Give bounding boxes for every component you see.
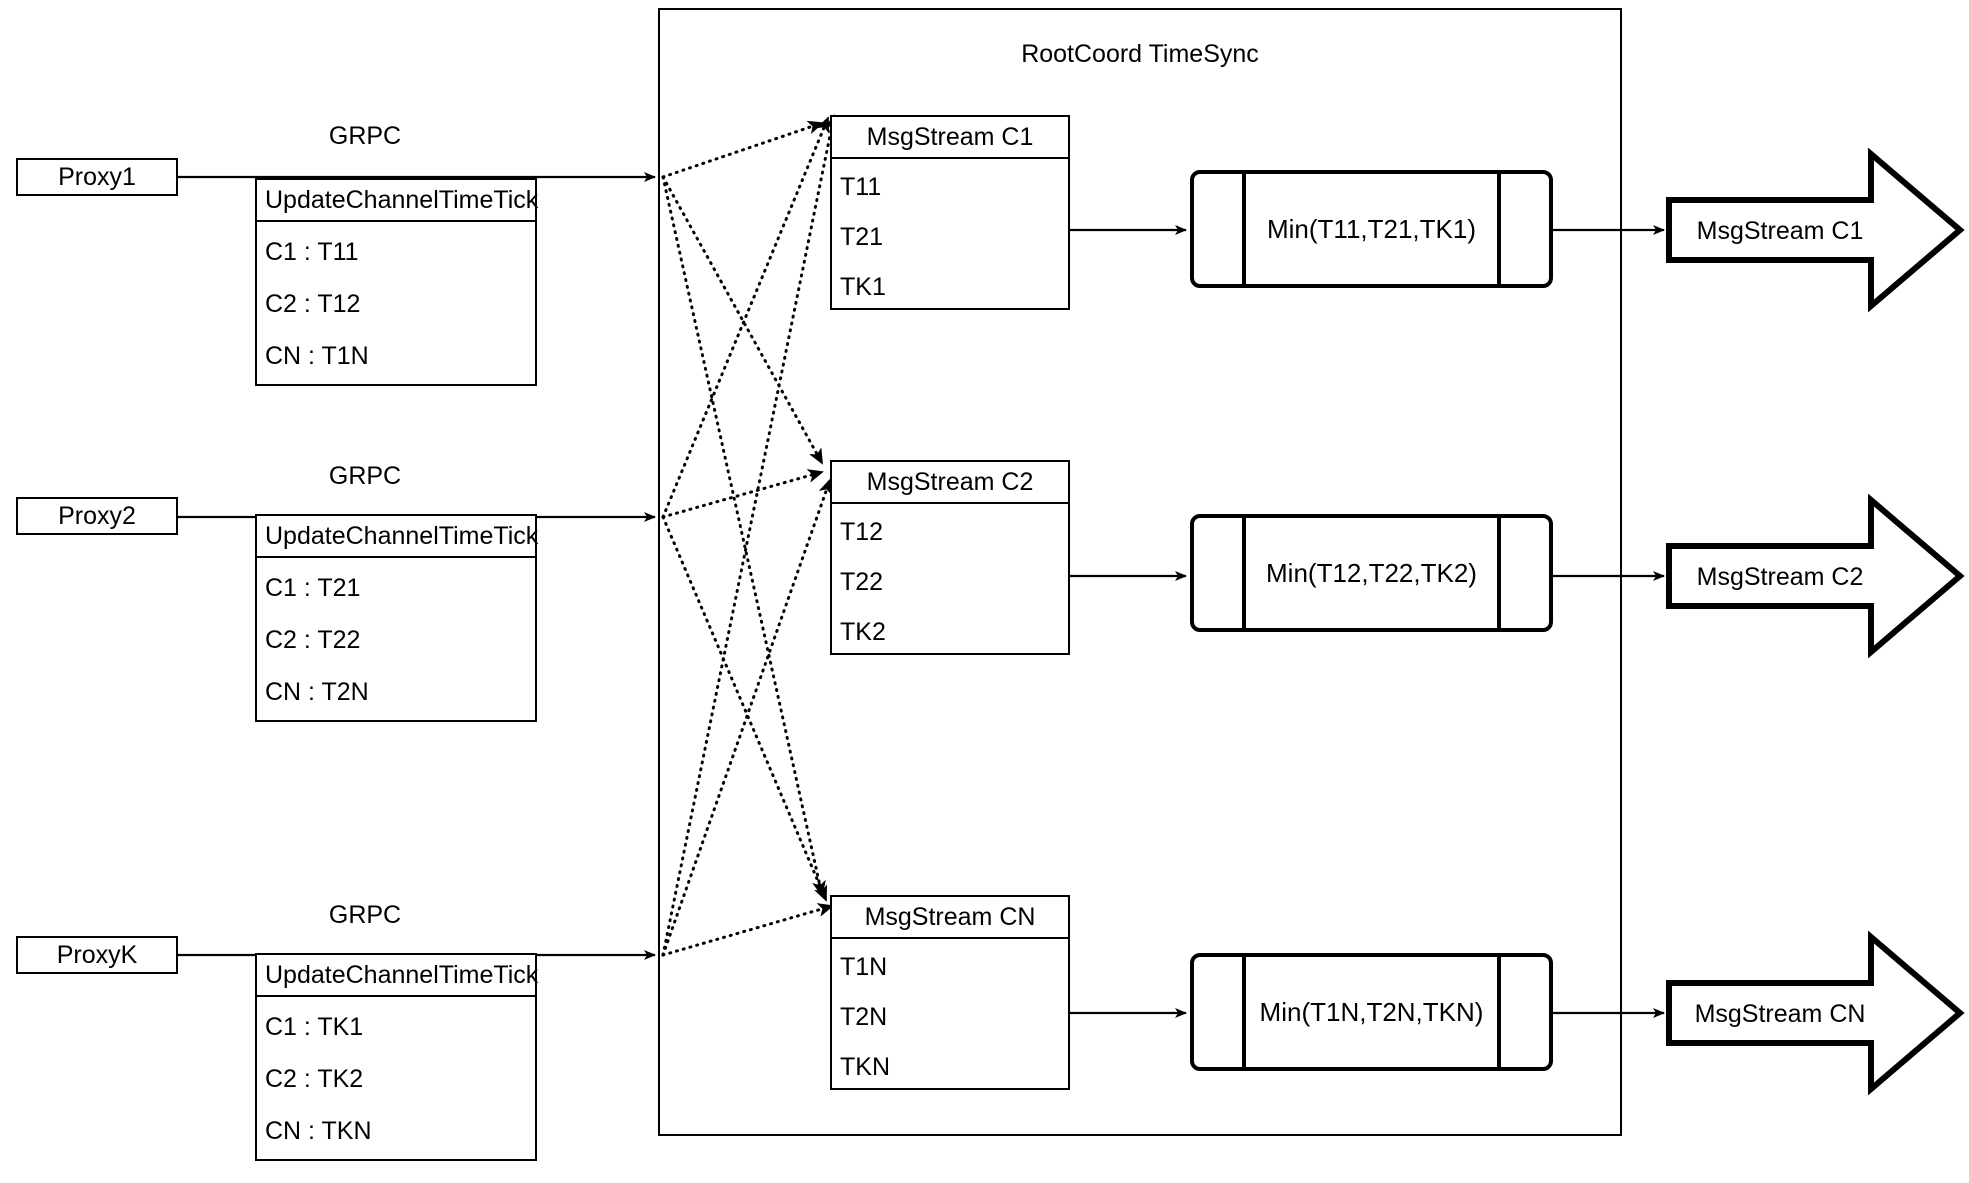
update-channel-timetick-box-1: UpdateChannelTimeTick C1 : T11 C2 : T12 … — [255, 178, 538, 386]
grpc-label-3: GRPC — [328, 901, 402, 929]
update-channel-timetick-box-3: UpdateChannelTimeTick C1 : TK1 C2 : TK2 … — [255, 953, 538, 1161]
timetick-row: C1 : T21 — [265, 574, 361, 602]
msgstream-row: T21 — [840, 223, 884, 251]
msgstream-row: T2N — [840, 1003, 888, 1031]
output-arrow-label: MsgStream C1 — [1696, 217, 1864, 245]
update-channel-timetick-box-2: UpdateChannelTimeTick C1 : T21 C2 : T22 … — [255, 514, 538, 722]
output-arrow-2: MsgStream C2 — [1666, 494, 1966, 658]
msgstream-title-2: MsgStream C2 — [832, 462, 1068, 504]
msgstream-row: T22 — [840, 568, 884, 596]
timetick-row: CN : T2N — [265, 678, 369, 706]
process-bar-right — [1497, 953, 1501, 1071]
timetick-row: C2 : T22 — [265, 626, 361, 654]
update-channel-timetick-title-1: UpdateChannelTimeTick — [257, 180, 538, 222]
msgstream-row: T12 — [840, 518, 884, 546]
proxy-box-3[interactable]: ProxyK — [16, 936, 178, 974]
grpc-label-1: GRPC — [328, 122, 402, 150]
msgstream-box-1: MsgStream C1 T11 T21 TK1 — [830, 115, 1070, 310]
proxy-label: Proxy1 — [58, 162, 136, 191]
process-bar-left — [1242, 170, 1246, 288]
msgstream-row: TK1 — [840, 273, 886, 301]
msgstream-title-3: MsgStream CN — [832, 897, 1068, 939]
min-process-1: Min(T11,T21,TK1) — [1190, 170, 1553, 288]
msgstream-box-3: MsgStream CN T1N T2N TKN — [830, 895, 1070, 1090]
min-process-3: Min(T1N,T2N,TKN) — [1190, 953, 1553, 1071]
msgstream-box-2: MsgStream C2 T12 T22 TK2 — [830, 460, 1070, 655]
msgstream-row: TKN — [840, 1053, 890, 1081]
timetick-row: C2 : TK2 — [265, 1065, 364, 1093]
update-channel-timetick-title-2: UpdateChannelTimeTick — [257, 516, 538, 558]
msgstream-row: TK2 — [840, 618, 886, 646]
process-bar-left — [1242, 953, 1246, 1071]
proxy-label: ProxyK — [56, 940, 138, 969]
min-process-label: Min(T1N,T2N,TKN) — [1259, 996, 1484, 1027]
timetick-row: C1 : T11 — [265, 238, 359, 266]
min-process-2: Min(T12,T22,TK2) — [1190, 514, 1553, 632]
process-bar-left — [1242, 514, 1246, 632]
output-arrow-label: MsgStream C2 — [1696, 563, 1864, 591]
output-arrow-1: MsgStream C1 — [1666, 148, 1966, 312]
rootcoord-timesync-container: RootCoord TimeSync — [658, 8, 1622, 1136]
process-bar-right — [1497, 170, 1501, 288]
msgstream-title-1: MsgStream C1 — [832, 117, 1068, 159]
process-bar-right — [1497, 514, 1501, 632]
proxy-box-2[interactable]: Proxy2 — [16, 497, 178, 535]
timetick-row: CN : TKN — [265, 1117, 372, 1145]
timetick-row: C1 : TK1 — [265, 1013, 364, 1041]
update-channel-timetick-title-3: UpdateChannelTimeTick — [257, 955, 538, 997]
timetick-row: C2 : T12 — [265, 290, 361, 318]
min-process-label: Min(T12,T22,TK2) — [1266, 557, 1477, 588]
msgstream-row: T11 — [840, 173, 882, 201]
timetick-row: CN : T1N — [265, 342, 369, 370]
min-process-label: Min(T11,T21,TK1) — [1266, 213, 1476, 244]
output-arrow-label: MsgStream CN — [1694, 1000, 1866, 1028]
proxy-box-1[interactable]: Proxy1 — [16, 158, 178, 196]
grpc-label-2: GRPC — [328, 462, 402, 490]
msgstream-row: T1N — [840, 953, 888, 981]
output-arrow-3: MsgStream CN — [1666, 931, 1966, 1095]
proxy-label: Proxy2 — [58, 501, 136, 530]
rootcoord-timesync-title: RootCoord TimeSync — [1021, 40, 1259, 68]
